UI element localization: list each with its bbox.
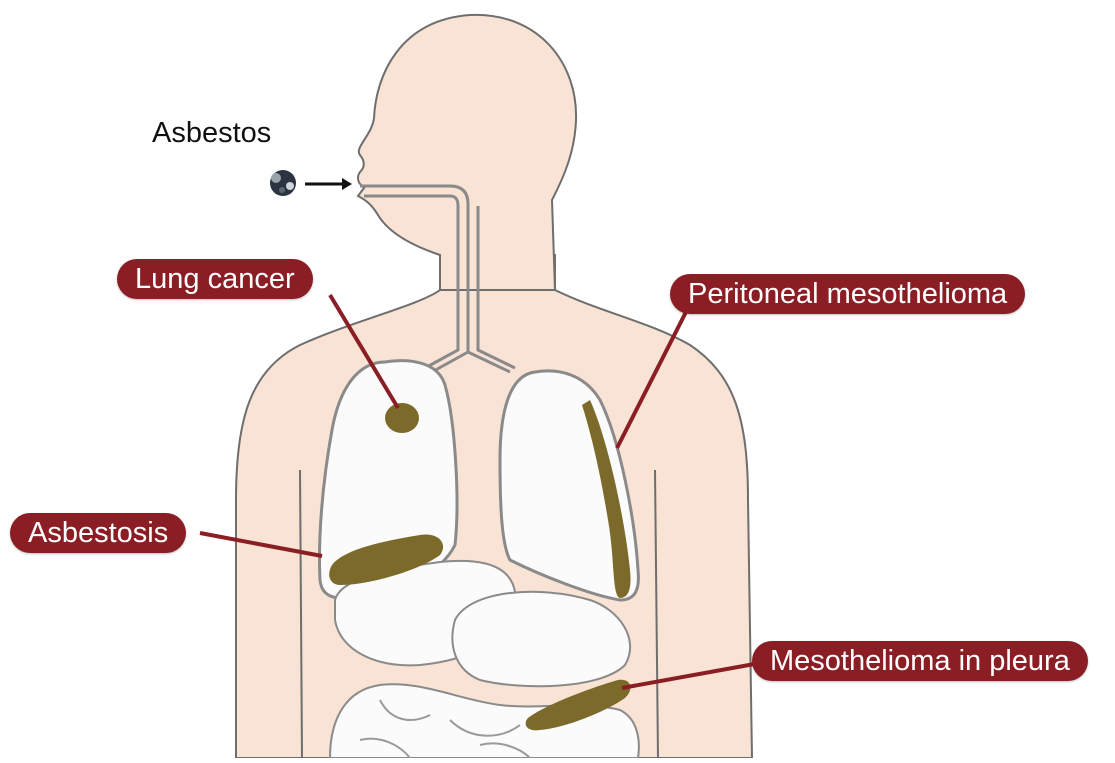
asbestosis-label: Asbestosis [10, 513, 186, 553]
lung-cancer-lesion [385, 403, 419, 433]
asbestos-particle-icon [270, 170, 296, 196]
lung-cancer-label: Lung cancer [117, 259, 313, 299]
asbestos-label: Asbestos [152, 117, 271, 150]
peritoneal-mesothelioma-label: Peritoneal mesothelioma [670, 274, 1025, 314]
mesothelioma-in-pleura-label: Mesothelioma in pleura [752, 641, 1088, 681]
stomach [452, 592, 630, 686]
arrow-head-icon [342, 178, 352, 190]
